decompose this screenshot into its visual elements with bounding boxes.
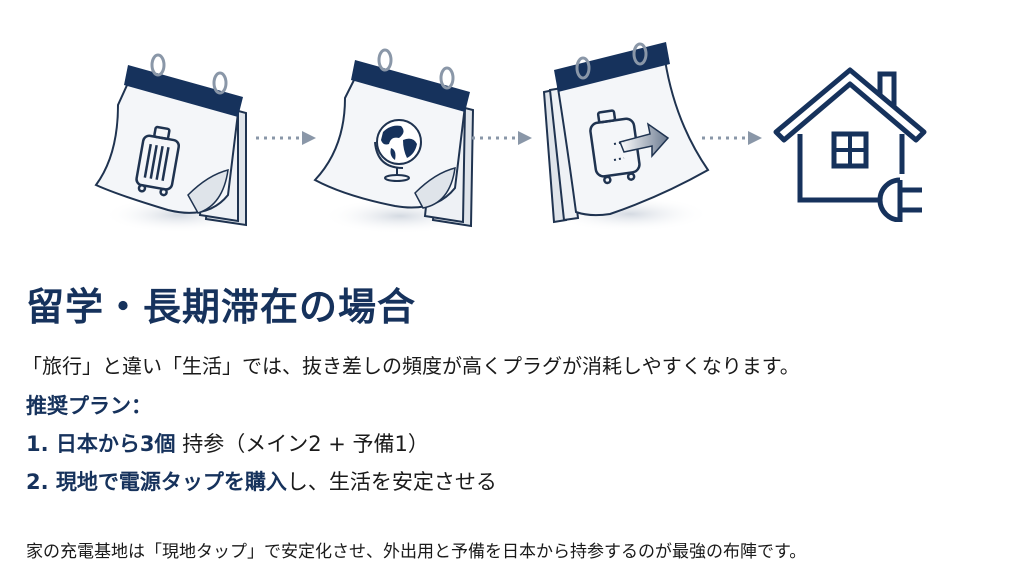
plan-item: 2. 現地で電源タップを購入し、生活を安定させる [26, 466, 497, 496]
plan-item-bold: 2. 現地で電源タップを購入 [26, 470, 287, 494]
calendar-suitcase-icon [94, 53, 253, 233]
house-plug-icon [773, 67, 927, 222]
plan-item-rest: し、生活を安定させる [286, 470, 497, 494]
plan-heading: 推奨プラン： [26, 394, 152, 418]
dotted-arrow-icon [472, 131, 532, 145]
plan-item-bold: 1. 日本から3個 [26, 432, 176, 456]
flow-illustration [0, 0, 1024, 250]
plan-item-rest: 持参（メイン2 + 予備1） [175, 432, 429, 456]
calendar-suitcase-arrow-icon [542, 42, 710, 232]
page-title: 留学・長期滞在の場合 [26, 285, 417, 329]
dotted-arrow-icon [256, 131, 316, 145]
calendar-globe-icon [313, 48, 475, 234]
plan-item: 1. 日本から3個 持参（メイン2 + 予備1） [26, 428, 429, 458]
dotted-arrow-icon [702, 131, 762, 145]
footer-summary: 家の充電基地は「現地タップ」で安定化させ、外出用と予備を日本から持参するのが最強… [26, 542, 807, 562]
intro-text: 「旅行」と違い「生活」では、抜き差しの頻度が高くプラグが消耗しやすくなります。 [22, 354, 800, 378]
